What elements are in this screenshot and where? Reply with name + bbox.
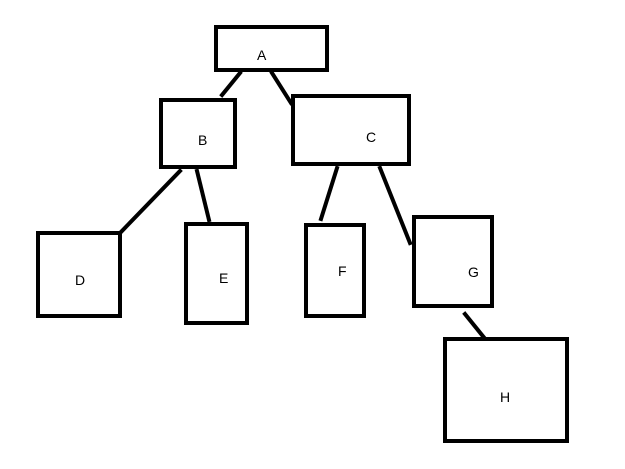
node-f: F	[304, 223, 366, 318]
node-g-label: G	[468, 264, 479, 280]
node-h-label: H	[500, 389, 510, 405]
node-b-label: B	[198, 132, 207, 148]
node-a-label: A	[257, 47, 267, 63]
node-d-box	[36, 231, 122, 318]
edge-a-b	[219, 70, 243, 98]
node-e-box	[184, 222, 249, 325]
node-g: G	[412, 215, 494, 308]
node-f-label: F	[338, 263, 347, 279]
edge-c-g	[377, 165, 413, 246]
node-a: A	[214, 25, 329, 72]
node-d-label: D	[75, 272, 85, 288]
edge-g-h	[462, 311, 489, 343]
edge-b-d	[118, 168, 183, 235]
edge-c-f	[318, 165, 340, 222]
edge-a-c	[269, 70, 294, 106]
node-c-box	[291, 94, 411, 166]
node-e-label: E	[219, 270, 228, 286]
node-f-box	[304, 223, 366, 318]
node-a-box	[214, 25, 329, 72]
edge-b-e	[194, 168, 212, 223]
node-c-label: C	[366, 129, 376, 145]
node-c: C	[291, 94, 411, 166]
node-e: E	[184, 222, 249, 325]
node-h-box	[443, 337, 569, 443]
node-h: H	[443, 337, 569, 443]
node-b: B	[159, 98, 237, 169]
node-b-box	[159, 98, 237, 169]
node-d: D	[36, 231, 122, 318]
node-g-box	[412, 215, 494, 308]
